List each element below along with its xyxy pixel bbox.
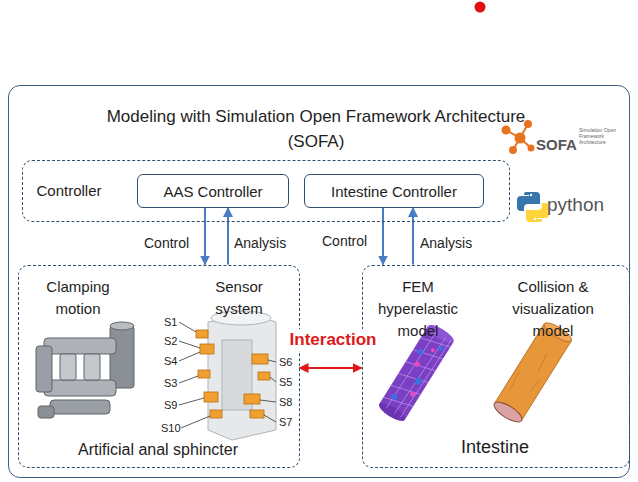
clamp-device	[36, 322, 134, 418]
logo-text: SOFA	[536, 135, 577, 155]
connector-arrow	[300, 367, 362, 369]
part-label: Sensor system	[194, 276, 284, 320]
callout-number: S3	[164, 376, 177, 390]
callout-number: S10	[161, 421, 181, 435]
callout-number: S9	[164, 398, 177, 412]
red-dot	[475, 2, 486, 13]
part-label: FEM hyperelastic model	[372, 276, 464, 342]
part-label: Clamping motion	[30, 276, 126, 320]
node-text: Intestine	[363, 436, 628, 459]
callout-number: S1	[164, 315, 177, 329]
connector-arrow	[382, 208, 384, 265]
node-text: AAS Controller	[163, 183, 262, 200]
edge-label: Control	[322, 232, 367, 250]
controller-group: Controller AAS Controller Intestine Contro…	[22, 160, 510, 222]
connector-arrow	[204, 208, 206, 265]
node-text: Artificial anal sphincter	[19, 440, 298, 461]
part-label: Collision & visualization model	[503, 276, 603, 342]
sensor-body	[196, 311, 276, 440]
node-text: Intestine Controller	[331, 183, 457, 200]
callout-number: S5	[279, 375, 292, 389]
process-box: AAS Controller	[137, 174, 289, 208]
edge-label: Analysis	[420, 234, 472, 252]
callout-number: S8	[279, 395, 292, 409]
edge-label: Control	[144, 234, 189, 252]
python-icon	[517, 192, 549, 222]
callout-number: S4	[164, 354, 177, 368]
module-group: Intestine	[362, 265, 630, 468]
connector-arrow	[412, 208, 414, 265]
logo-subtitle: Simulation Open Framework Architecture	[579, 127, 627, 145]
edge-label: Analysis	[234, 234, 286, 252]
callout-number: S2	[164, 334, 177, 348]
callout-number: S7	[279, 415, 292, 429]
edge-label: Interaction	[283, 329, 383, 351]
logo-text: python	[547, 193, 604, 218]
connector-arrow	[227, 208, 229, 265]
callout-number: S6	[279, 355, 292, 369]
leader-lines	[179, 322, 276, 428]
process-box: Intestine Controller	[304, 174, 484, 208]
node-text: Controller	[37, 181, 102, 201]
node-text: Modeling with Simulation Open Framework …	[101, 104, 531, 154]
